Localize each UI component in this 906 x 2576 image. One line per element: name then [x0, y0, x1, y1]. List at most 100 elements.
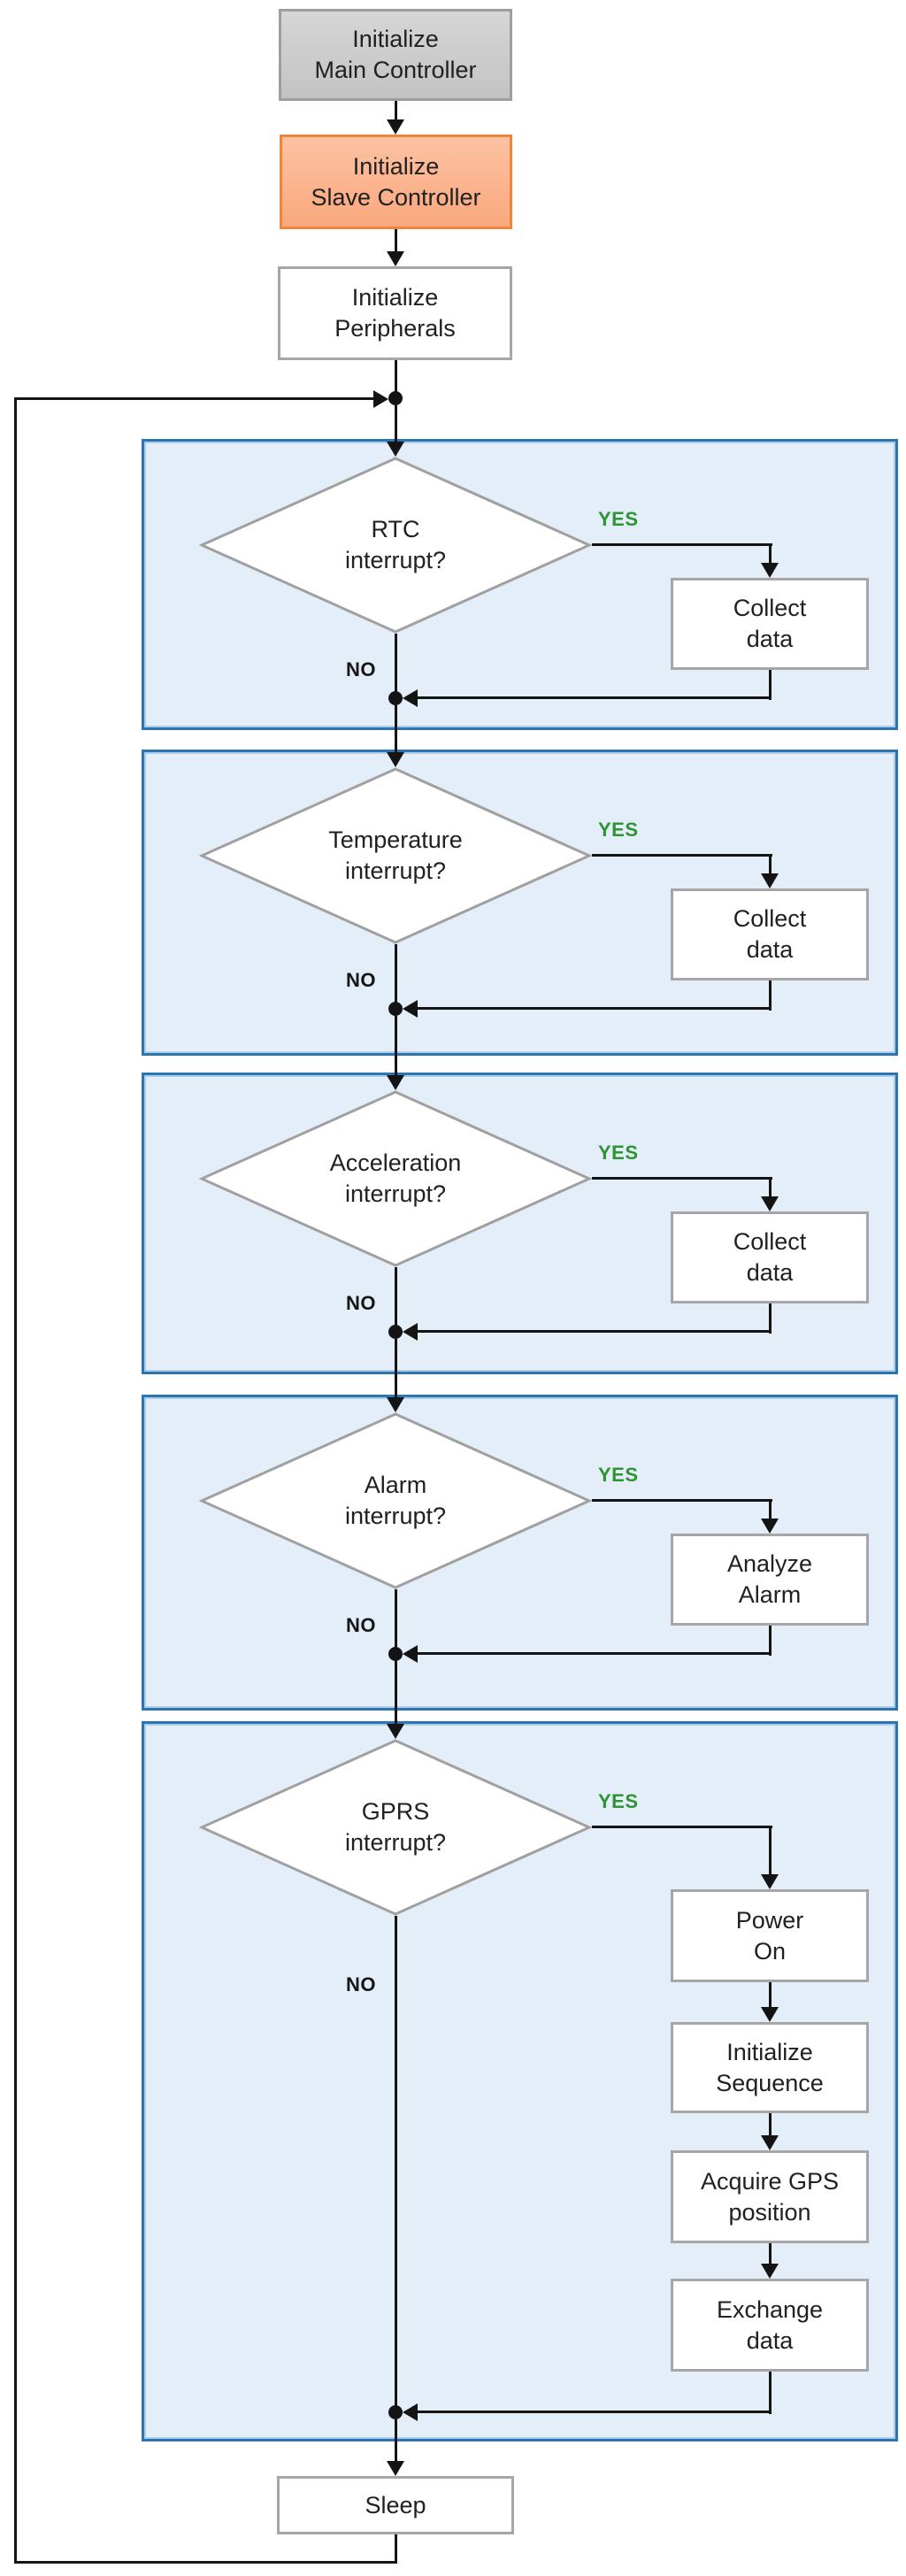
- junction-dot: [388, 1325, 403, 1339]
- arrowhead: [761, 1874, 779, 1889]
- edge: [395, 705, 397, 755]
- edge: [769, 2243, 772, 2266]
- edge: [395, 101, 397, 122]
- junction-dot: [388, 1002, 403, 1016]
- decision-alarm-interrupt: [199, 1412, 592, 1589]
- yes-label: YES: [598, 1790, 639, 1812]
- action-analyze-alarm: Analyze Alarm: [671, 1534, 869, 1626]
- edge: [395, 360, 397, 393]
- action-acquire-gps-position: Acquire GPS position: [671, 2150, 869, 2243]
- edge-return: [769, 1303, 772, 1334]
- edge-no: [395, 1916, 397, 2414]
- edge-no: [395, 634, 397, 698]
- loopback-top-line: [14, 397, 374, 400]
- junction-dot: [388, 2405, 403, 2419]
- action-collect-data: Collect data: [671, 1211, 869, 1303]
- loopback-left-line: [14, 397, 17, 2564]
- no-label: NO: [346, 1614, 376, 1636]
- yes-label: YES: [598, 1142, 639, 1164]
- yes-label: YES: [598, 1464, 639, 1486]
- arrowhead: [403, 689, 418, 707]
- arrowhead: [387, 1724, 404, 1739]
- decision-acceleration-label: Acceleration interrupt?: [329, 1150, 462, 1207]
- action-initialize-sequence: Initialize Sequence: [671, 2022, 869, 2113]
- junction-dot: [388, 1647, 403, 1661]
- arrowhead: [761, 873, 779, 888]
- edge: [395, 1339, 397, 1400]
- edge: [769, 2113, 772, 2138]
- decision-rtc-interrupt: [199, 457, 592, 634]
- no-label: NO: [346, 1973, 376, 1995]
- arrowhead: [387, 752, 404, 767]
- yes-label: YES: [598, 819, 639, 841]
- decision-acceleration-interrupt: [199, 1090, 592, 1267]
- loopback-bottom-line: [14, 2561, 397, 2564]
- start-node-initialize-main-controller: Initialize Main Controller: [279, 9, 512, 101]
- edge-yes: [769, 543, 772, 565]
- arrowhead: [387, 1075, 404, 1090]
- decision-gprs-interrupt: [199, 1739, 592, 1916]
- edge: [769, 1982, 772, 2010]
- edge-return: [417, 696, 772, 699]
- edge-return: [417, 1330, 772, 1333]
- arrowhead: [387, 2461, 404, 2476]
- junction-dot-main-loop: [388, 391, 403, 405]
- edge-yes: [769, 1177, 772, 1198]
- arrowhead: [761, 1519, 779, 1534]
- decision-gprs-label: GPRS interrupt?: [344, 1798, 447, 1856]
- edge-yes: [769, 1499, 772, 1520]
- decision-alarm-label: Alarm interrupt?: [344, 1472, 447, 1529]
- arrowhead: [761, 1196, 779, 1211]
- yes-label: YES: [598, 508, 639, 530]
- edge: [395, 229, 397, 252]
- no-label: NO: [346, 658, 376, 681]
- node-initialize-peripherals: Initialize Peripherals: [278, 266, 512, 360]
- edge-yes: [592, 543, 772, 546]
- edge-return: [417, 1007, 772, 1010]
- arrowhead: [761, 2264, 779, 2279]
- arrowhead: [403, 1645, 418, 1663]
- edge-no: [395, 944, 397, 1009]
- edge-return: [769, 2372, 772, 2414]
- arrowhead: [387, 119, 404, 135]
- no-label: NO: [346, 1292, 376, 1314]
- node-initialize-slave-controller: Initialize Slave Controller: [280, 135, 512, 229]
- no-label: NO: [346, 969, 376, 991]
- edge: [395, 2419, 397, 2464]
- arrowhead: [387, 442, 404, 457]
- loopback-arrowhead: [373, 390, 388, 408]
- edge-no: [395, 1267, 397, 1332]
- arrowhead: [761, 2135, 779, 2150]
- edge-yes: [592, 1499, 772, 1502]
- edge: [395, 1661, 397, 1726]
- arrowhead: [403, 2403, 418, 2421]
- edge-yes: [769, 1826, 772, 1875]
- edge-return: [417, 1652, 772, 1655]
- junction-dot: [388, 691, 403, 705]
- action-collect-data: Collect data: [671, 888, 869, 980]
- edge-yes: [769, 854, 772, 875]
- node-sleep: Sleep: [277, 2476, 514, 2534]
- arrowhead: [403, 1323, 418, 1341]
- decision-temperature-label: Temperature interrupt?: [328, 827, 463, 884]
- edge-return: [769, 670, 772, 700]
- arrowhead: [387, 1397, 404, 1412]
- edge-return: [769, 980, 772, 1011]
- arrowhead: [387, 251, 404, 266]
- edge: [395, 2534, 397, 2564]
- edge-return: [417, 2411, 772, 2413]
- edge-yes: [592, 1826, 772, 1828]
- arrowhead: [761, 563, 779, 578]
- action-collect-data: Collect data: [671, 578, 869, 670]
- edge-yes: [592, 1177, 772, 1180]
- decision-rtc-label: RTC interrupt?: [344, 516, 447, 573]
- arrowhead: [761, 2007, 779, 2022]
- action-power-on: Power On: [671, 1889, 869, 1982]
- arrowhead: [403, 1000, 418, 1018]
- action-exchange-data: Exchange data: [671, 2279, 869, 2372]
- edge: [395, 1016, 397, 1078]
- edge: [395, 405, 397, 444]
- edge-yes: [592, 854, 772, 857]
- edge-return: [769, 1626, 772, 1656]
